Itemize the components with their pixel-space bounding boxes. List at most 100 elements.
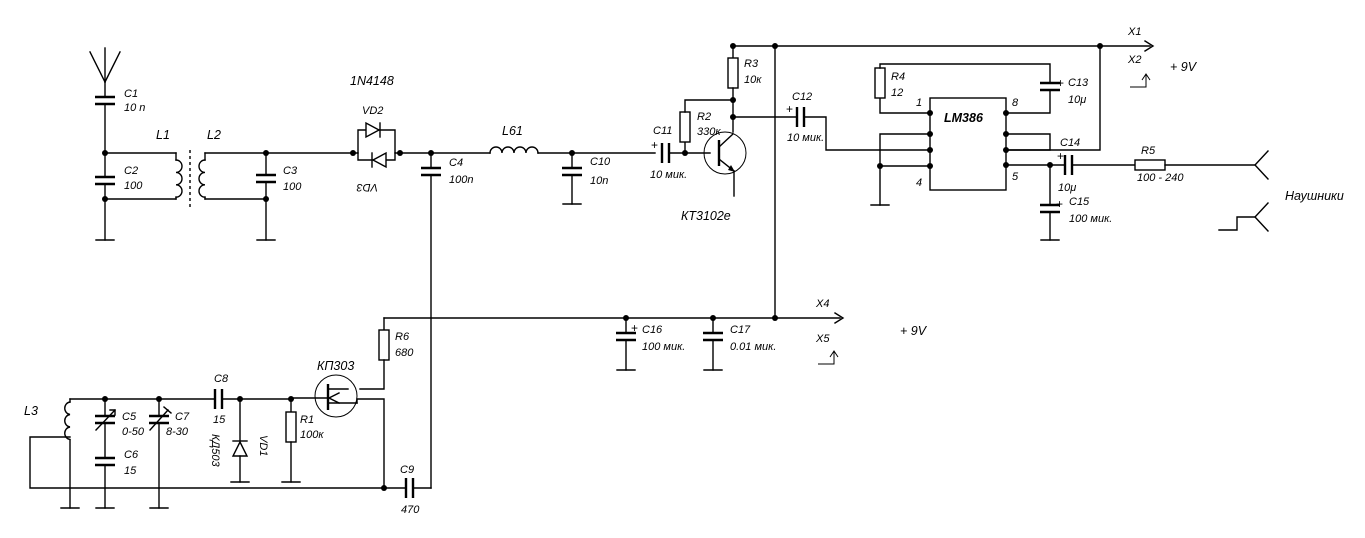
capacitor-c15: [1040, 164, 1060, 241]
c4-value: 100n: [449, 174, 473, 186]
terminal-arrow-icon: [818, 352, 835, 365]
capacitor-c13: [1005, 81, 1060, 114]
c3-value: 100: [283, 181, 302, 193]
diode-icon: [371, 151, 387, 169]
terminal-arrow-icon: [834, 312, 845, 324]
c2-value: 100: [124, 180, 143, 192]
capacitor-c16: [616, 317, 636, 371]
inductor-l3: [29, 398, 385, 509]
headphone-jack-icon: [1218, 202, 1269, 232]
capacitor-c6: [95, 456, 115, 509]
r2-value: 330к: [697, 126, 721, 138]
c14-plus: +: [1057, 149, 1064, 163]
c1-label: C1: [124, 88, 138, 100]
capacitor-c2: [95, 152, 115, 241]
capacitor-c8: [213, 389, 292, 409]
terminal-arrow-icon: [1130, 75, 1147, 88]
c11-plus: +: [651, 138, 658, 152]
x2-label: X2: [1127, 54, 1141, 66]
diode-part-label: 1N4148: [350, 74, 394, 88]
l2-label: L2: [207, 128, 221, 142]
r3-value: 10к: [744, 74, 762, 86]
x1-label: X1: [1127, 26, 1141, 38]
pin1-label: 1: [916, 97, 922, 109]
pin8-label: 8: [1012, 97, 1019, 109]
capacitor-c1: [95, 81, 115, 154]
c7-label: C7: [175, 411, 190, 423]
r3-label: R3: [744, 58, 759, 70]
inductor-l61: [489, 146, 656, 154]
c6-value: 15: [124, 465, 137, 477]
c1-value: 10 n: [124, 102, 145, 114]
c13-label: C13: [1068, 77, 1089, 89]
terminal-arrow-icon: [1144, 40, 1155, 52]
capacitor-c7: [149, 398, 172, 509]
junction-dots: [102, 43, 1103, 491]
r2-label: R2: [697, 111, 711, 123]
c15-plus: +: [1056, 197, 1063, 211]
c11-label: C11: [653, 125, 672, 137]
r5-label: R5: [1141, 145, 1156, 157]
pin5-label: 5: [1012, 171, 1019, 183]
c12-label: C12: [792, 91, 812, 103]
c16-value: 100 мик.: [642, 341, 685, 353]
c14-value: 10μ: [1058, 182, 1076, 194]
wire: [356, 398, 385, 489]
c13-value: 10μ: [1068, 94, 1086, 106]
r6-label: R6: [395, 331, 410, 343]
c5-value: 0-50: [122, 426, 145, 438]
wire: [1005, 133, 1051, 151]
c12-plus: +: [786, 102, 793, 116]
supply-label-top: + 9V: [1170, 60, 1198, 74]
c2-label: C2: [124, 165, 138, 177]
c12-value: 10 мик.: [787, 132, 824, 144]
c13-plus: +: [1057, 76, 1064, 90]
fet-label: КП303: [317, 359, 354, 373]
x5-label: X5: [815, 333, 830, 345]
transistor-label: КТ3102е: [681, 209, 731, 223]
r1-label: R1: [300, 414, 314, 426]
capacitor-c3: [256, 152, 276, 241]
capacitor-c11: [660, 143, 711, 163]
fet-icon: [290, 374, 358, 418]
l1-label: L1: [156, 128, 170, 142]
vd1-label: VD1: [257, 435, 269, 456]
c7-value: 8-30: [166, 426, 189, 438]
l61-label: L61: [502, 124, 523, 138]
x4-label: X4: [815, 298, 829, 310]
capacitor-c9: [383, 478, 432, 498]
capacitor-c5: [95, 398, 116, 459]
supply-label-mid: + 9V: [900, 324, 928, 338]
inductor-l1: [104, 152, 183, 200]
r6-value: 680: [395, 347, 414, 359]
c17-value: 0.01 мик.: [730, 341, 776, 353]
r1-value: 100к: [300, 429, 324, 441]
inductor-l2: [198, 152, 267, 200]
resistor-r6: [359, 317, 390, 390]
capacitor-c12: [732, 107, 931, 151]
diode-icon: [365, 121, 381, 139]
vd3-label: VD3: [356, 181, 378, 193]
c10-value: 10n: [590, 175, 608, 187]
c8-label: C8: [214, 373, 229, 385]
c15-value: 100 мик.: [1069, 213, 1112, 225]
c15-label: C15: [1069, 196, 1090, 208]
c5-label: C5: [122, 411, 137, 423]
capacitor-c14: [1063, 155, 1136, 175]
npn-transistor-icon: [703, 131, 747, 197]
resistor-r4: [874, 63, 1051, 114]
c4-label: C4: [449, 157, 463, 169]
r4-value: 12: [891, 87, 903, 99]
wire: [879, 133, 931, 206]
c6-label: C6: [124, 449, 139, 461]
diode-bridge: [352, 129, 401, 161]
c3-label: C3: [283, 165, 298, 177]
c16-label: C16: [642, 324, 663, 336]
supply-wire: [1005, 45, 1101, 151]
ic-label: LM386: [944, 111, 984, 125]
c17-label: C17: [730, 324, 751, 336]
resistor-r1: [281, 398, 301, 483]
c16-plus: +: [631, 321, 638, 335]
headphone-jack-icon: [1254, 150, 1269, 180]
